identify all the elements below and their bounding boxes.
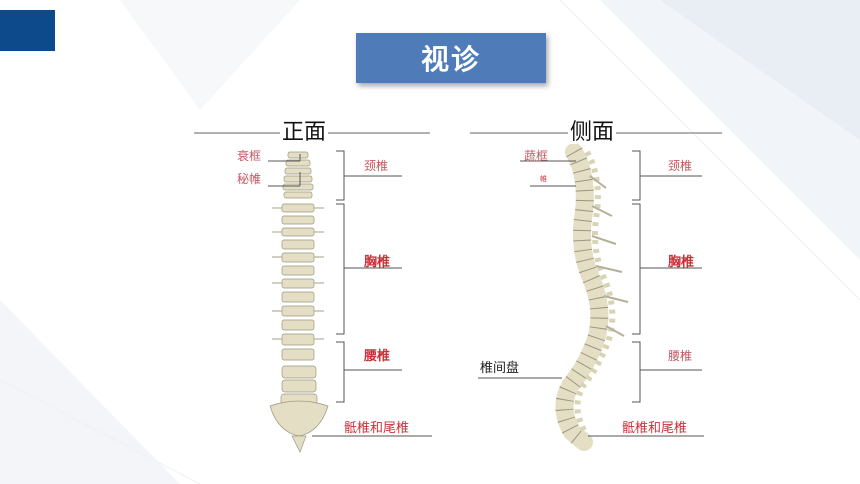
spine-illustration: [194, 132, 722, 453]
side-label-disc: 椎间盘: [480, 361, 520, 376]
slide-title: 视诊: [356, 33, 546, 83]
front-label-sacrum: 骶椎和尾椎: [344, 421, 410, 436]
front-label-cervical: 颈椎: [364, 159, 389, 173]
side-label-lumbar: 腰椎: [668, 349, 693, 363]
side-spine: [555, 143, 609, 451]
side-label-sacrum: 骶椎和尾椎: [622, 421, 688, 436]
side-label-top: 蔬框: [524, 149, 549, 163]
front-label-lumbar: 腰椎: [364, 349, 391, 364]
front-label-top: 衰框: [237, 149, 262, 163]
side-label-thoracic: 胸椎: [668, 255, 695, 270]
side-label-second: 帷: [540, 175, 547, 183]
front-label-second: 秘帷: [237, 172, 262, 186]
front-view-title: 正面: [280, 120, 329, 145]
front-label-thoracic: 胸椎: [364, 255, 391, 270]
spine-figure: 正面 衰框 秘帷 颈椎 胸椎 腰椎 骶椎和尾椎 侧面 蔬框 帷 颈椎 胸椎 腰椎…: [192, 116, 732, 460]
corner-accent-block: [0, 10, 55, 51]
side-view-title: 侧面: [568, 120, 617, 145]
side-label-cervical: 颈椎: [668, 159, 693, 173]
front-spine: [269, 151, 329, 453]
